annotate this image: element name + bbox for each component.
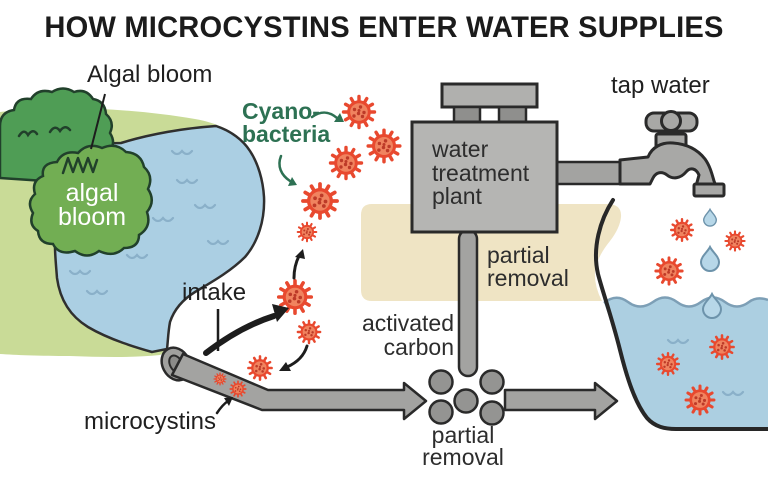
cell-chain-arrow-down — [279, 344, 309, 371]
faucet-icon — [618, 110, 726, 198]
flow-arrow-icon — [170, 352, 428, 421]
tank-water-surface — [603, 296, 768, 308]
water-tank-icon — [593, 198, 768, 431]
cell-chain-arrow-up — [292, 249, 305, 280]
label-algal-bloom: Algal bloom — [87, 61, 213, 88]
label-water-treatment-plant: water treatment plant — [432, 136, 530, 209]
label-tap-water: tap water — [611, 72, 710, 99]
bloom-shape — [28, 144, 153, 257]
annotation-arrows — [90, 93, 309, 415]
tank-water — [604, 297, 768, 428]
bush-mark — [17, 126, 72, 138]
intake-flow-arrow — [203, 304, 289, 356]
label-activated-carbon: activated carbon — [361, 310, 454, 360]
flow-arrow-icon — [503, 381, 619, 421]
microcystins-pointer-arrow — [215, 397, 233, 415]
label-intake: intake — [182, 279, 247, 306]
cyanobacteria-callout-arrows — [278, 111, 344, 186]
label-partial-removal-carbon: partial removal — [422, 422, 504, 470]
bloom-zigzag — [61, 156, 99, 175]
algal-bloom-icon — [0, 87, 153, 257]
tank-wall — [593, 198, 768, 431]
intake-pipe-icon — [160, 346, 428, 421]
page-title: HOW MICROCYSTINS ENTER WATER SUPPLIES — [44, 11, 724, 44]
landscape — [0, 87, 266, 357]
plant-roof-bar — [440, 82, 539, 109]
label-algal-bloom-inner: algal bloom — [57, 179, 127, 231]
label-cyanobacteria: Cyano- bacteria — [242, 98, 331, 147]
plant-down-pipe — [457, 228, 479, 378]
algal-bloom-pointer-line — [90, 93, 106, 150]
activated-carbon-icon — [428, 369, 505, 426]
plant-building — [410, 120, 559, 234]
label-partial-removal-plant: partial removal — [487, 242, 569, 291]
label-microcystins: microcystins — [84, 408, 217, 435]
